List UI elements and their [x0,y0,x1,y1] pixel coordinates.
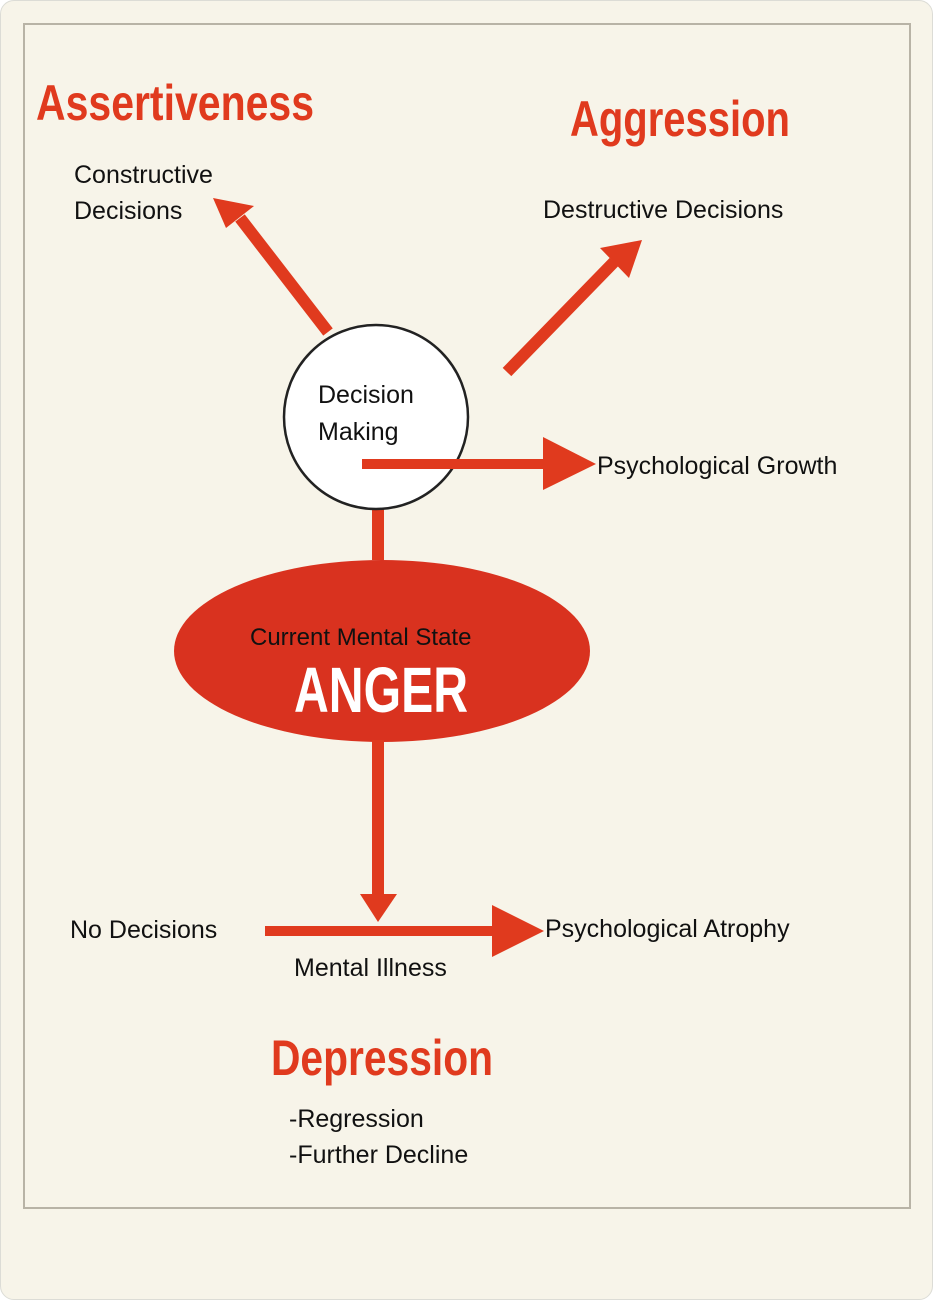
arrow-to-destructive [502,240,642,377]
depression-item: -Regression [289,1105,424,1133]
anger-ellipse [174,560,590,742]
arrow-to-atrophy [265,905,544,957]
atrophy-label: Psychological Atrophy [545,915,790,943]
assertiveness-heading: Assertiveness [36,75,314,131]
constructive-label-line1: Constructive [74,161,213,189]
anger-label: ANGER [294,654,468,726]
aggression-heading: Aggression [570,91,790,147]
no-decisions-label: No Decisions [70,916,217,944]
arrow-to-growth [362,437,596,490]
decision-label-line1: Decision [318,381,414,409]
constructive-label-line2: Decisions [74,197,182,225]
growth-label: Psychological Growth [597,452,837,480]
mental-illness-label: Mental Illness [294,954,447,982]
arrow-to-constructive [213,198,333,336]
depression-heading: Depression [271,1030,493,1086]
destructive-label: Destructive Decisions [543,196,783,224]
diagram-frame [23,23,911,1209]
depression-item: -Further Decline [289,1141,468,1169]
decision-making-circle [282,323,470,511]
mental-state-label: Current Mental State [250,624,471,651]
arrow-down-to-mental-illness [360,740,397,922]
decision-label-line2: Making [318,418,399,446]
